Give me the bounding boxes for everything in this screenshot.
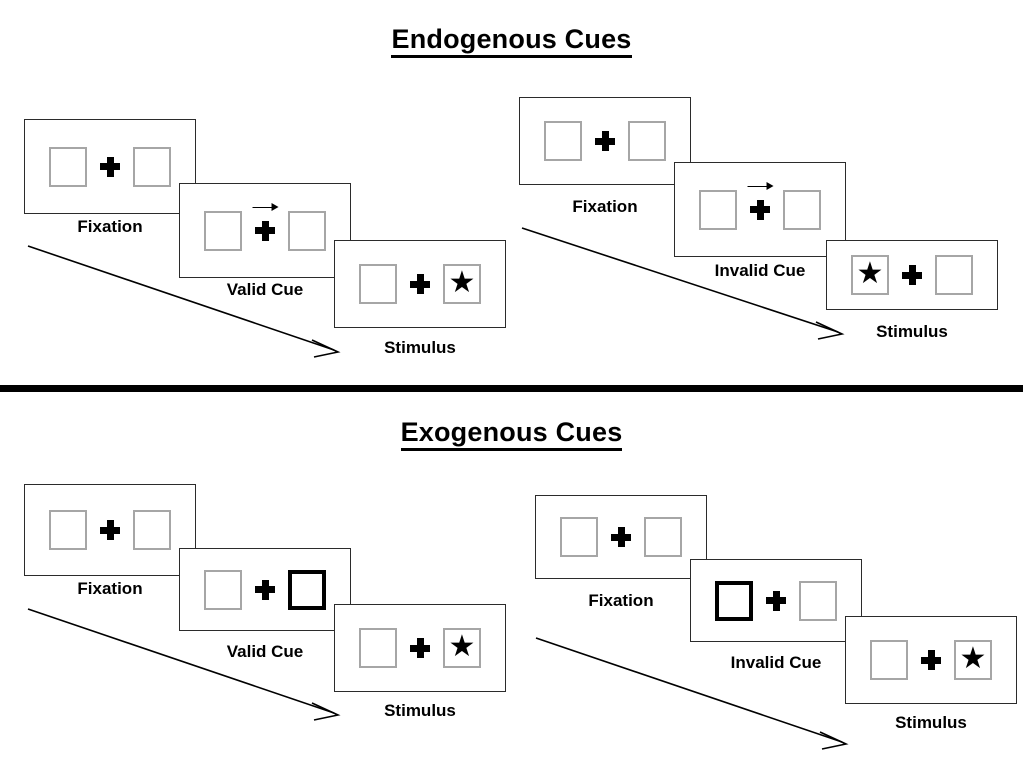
fixation-cross-wrap bbox=[737, 181, 783, 220]
exogenous-valid-cue-caption: Valid Cue bbox=[226, 642, 304, 661]
exogenous-valid-cue-frame bbox=[179, 548, 351, 631]
fixation-cross-icon bbox=[410, 274, 430, 294]
exogenous-valid-fixation-caption: Fixation bbox=[77, 579, 143, 598]
right-box: ★ bbox=[443, 628, 481, 668]
endogenous-invalid-stimulus-caption: Stimulus bbox=[876, 322, 948, 341]
endogenous-valid-time-arrow bbox=[27, 245, 341, 358]
left-box bbox=[870, 640, 908, 680]
star-icon: ★ bbox=[959, 642, 987, 675]
left-box: ★ bbox=[851, 255, 889, 295]
left-box bbox=[204, 210, 242, 251]
left-box bbox=[359, 628, 397, 668]
fixation-cross-wrap bbox=[889, 265, 935, 285]
fixation-cross-wrap bbox=[87, 156, 133, 177]
fixation-cross-wrap bbox=[397, 638, 443, 658]
fixation-cross-wrap bbox=[582, 131, 628, 151]
exogenous-invalid-cue-caption: Invalid Cue bbox=[730, 653, 822, 672]
star-icon: ★ bbox=[856, 257, 884, 290]
left-box-cued bbox=[715, 580, 753, 621]
endogenous-valid-cue-caption: Valid Cue bbox=[226, 280, 304, 299]
fixation-cross-icon bbox=[255, 220, 275, 241]
fixation-cross-icon bbox=[766, 590, 786, 611]
right-box bbox=[935, 255, 973, 295]
exogenous-section-title: Exogenous Cues bbox=[0, 417, 1023, 451]
exogenous-invalid-fixation-caption: Fixation bbox=[588, 591, 654, 610]
fixation-cross-icon bbox=[410, 638, 430, 658]
fixation-cross-wrap bbox=[908, 650, 954, 670]
endogenous-valid-stimulus-frame: ★ bbox=[334, 240, 506, 328]
fixation-cross-icon bbox=[100, 520, 120, 540]
right-box-cued bbox=[288, 569, 326, 610]
fixation-cross-icon bbox=[255, 579, 275, 600]
exogenous-valid-fixation-frame bbox=[24, 484, 196, 576]
exogenous-valid-stimulus-frame: ★ bbox=[334, 604, 506, 692]
fixation-cross-wrap bbox=[598, 527, 644, 547]
star-icon: ★ bbox=[448, 266, 476, 299]
exogenous-valid-time-arrow bbox=[27, 608, 341, 721]
left-box bbox=[359, 264, 397, 304]
endogenous-invalid-cue-frame bbox=[674, 162, 846, 257]
section-divider bbox=[0, 385, 1023, 392]
left-box bbox=[49, 146, 87, 187]
arrow-right-cue-icon bbox=[747, 181, 774, 192]
right-box bbox=[644, 517, 682, 557]
endogenous-valid-fixation-frame bbox=[24, 119, 196, 214]
fixation-cross-wrap bbox=[242, 579, 288, 600]
left-box bbox=[699, 189, 737, 230]
exogenous-invalid-cue-frame bbox=[690, 559, 862, 642]
endogenous-invalid-time-arrow bbox=[521, 227, 845, 340]
fixation-cross-icon bbox=[100, 156, 120, 177]
right-box bbox=[133, 510, 171, 550]
fixation-cross-wrap bbox=[242, 202, 288, 241]
right-box bbox=[799, 580, 837, 621]
right-box bbox=[133, 146, 171, 187]
right-box bbox=[628, 121, 666, 161]
fixation-cross-icon bbox=[595, 131, 615, 151]
star-icon: ★ bbox=[448, 630, 476, 663]
exogenous-invalid-stimulus-caption: Stimulus bbox=[895, 713, 967, 732]
fixation-cross-wrap bbox=[87, 520, 133, 540]
exogenous-invalid-fixation-frame bbox=[535, 495, 707, 579]
endogenous-invalid-stimulus-frame: ★ bbox=[826, 240, 998, 310]
left-box bbox=[49, 510, 87, 550]
endogenous-valid-fixation-caption: Fixation bbox=[77, 217, 143, 236]
fixation-cross-icon bbox=[902, 265, 922, 285]
endogenous-valid-stimulus-caption: Stimulus bbox=[384, 338, 456, 357]
endogenous-invalid-fixation-caption: Fixation bbox=[572, 197, 638, 216]
right-box bbox=[783, 189, 821, 230]
fixation-cross-wrap bbox=[397, 274, 443, 294]
exogenous-invalid-time-arrow bbox=[535, 637, 849, 750]
fixation-cross-icon bbox=[750, 199, 770, 220]
left-box bbox=[544, 121, 582, 161]
exogenous-valid-stimulus-caption: Stimulus bbox=[384, 701, 456, 720]
right-box bbox=[288, 210, 326, 251]
fixation-cross-icon bbox=[921, 650, 941, 670]
fixation-cross-wrap bbox=[753, 590, 799, 611]
endogenous-invalid-cue-caption: Invalid Cue bbox=[714, 261, 806, 280]
endogenous-invalid-fixation-frame bbox=[519, 97, 691, 185]
endogenous-section-title: Endogenous Cues bbox=[0, 24, 1023, 58]
right-box: ★ bbox=[954, 640, 992, 680]
exogenous-invalid-stimulus-frame: ★ bbox=[845, 616, 1017, 704]
endogenous-valid-cue-frame bbox=[179, 183, 351, 278]
fixation-cross-icon bbox=[611, 527, 631, 547]
left-box bbox=[560, 517, 598, 557]
left-box bbox=[204, 569, 242, 610]
arrow-right-cue-icon bbox=[252, 202, 279, 213]
right-box: ★ bbox=[443, 264, 481, 304]
